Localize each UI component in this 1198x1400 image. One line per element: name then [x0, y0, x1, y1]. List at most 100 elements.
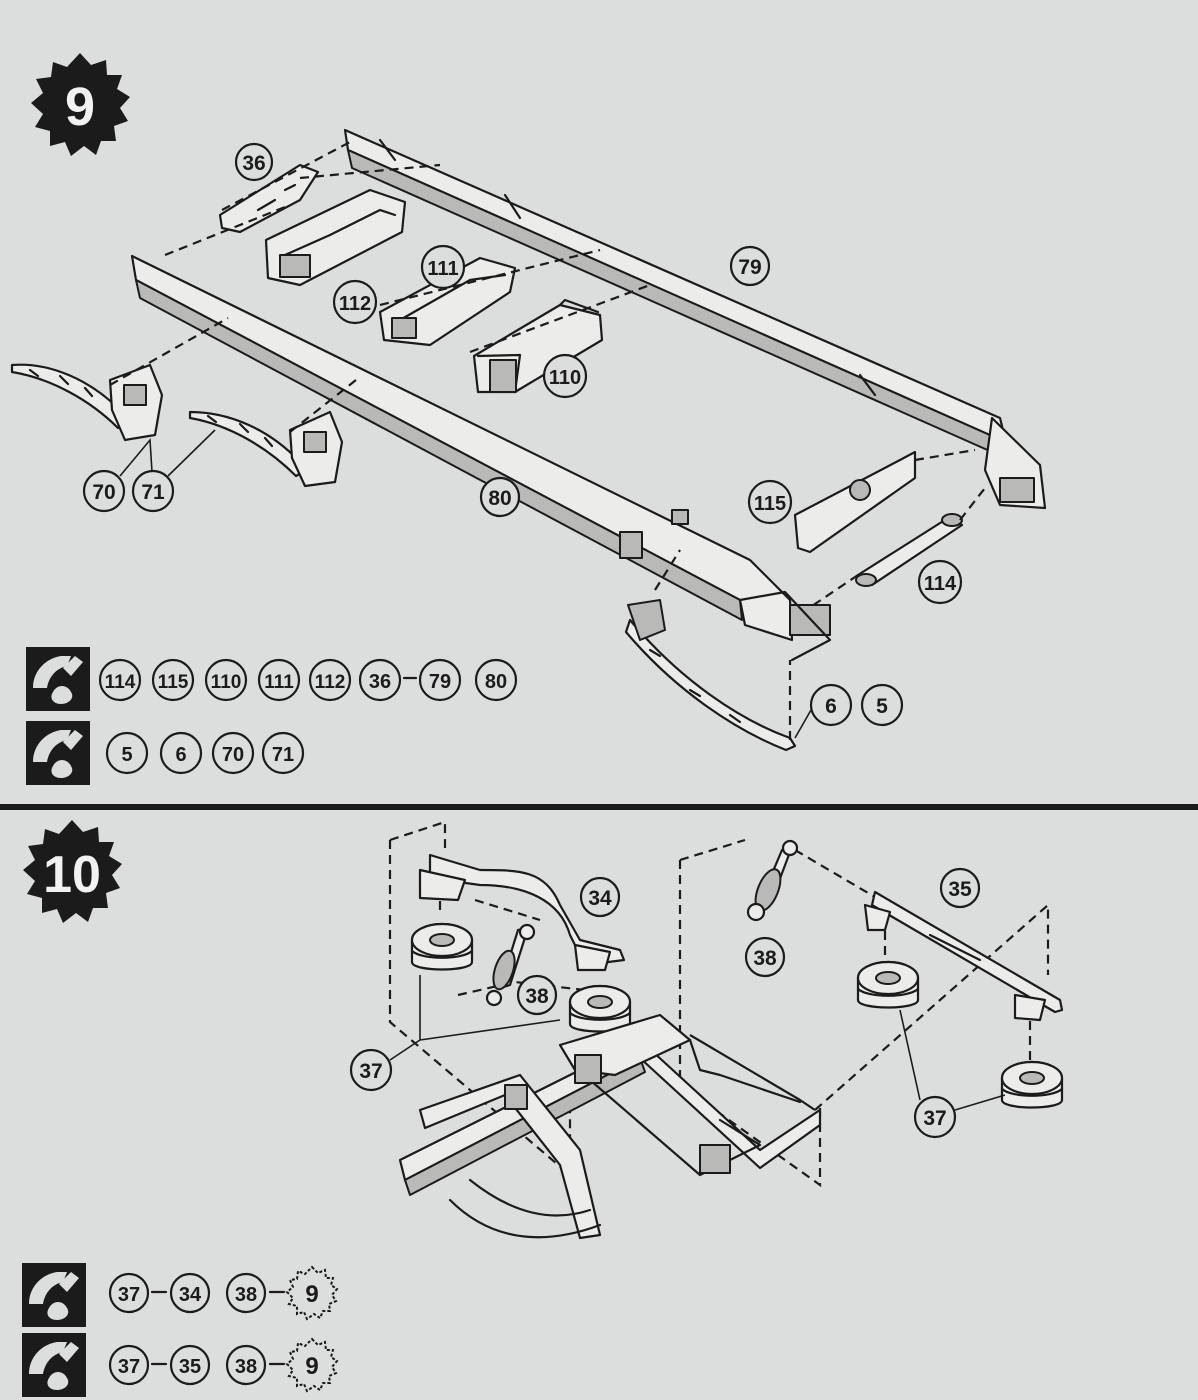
- callout-112: 112: [332, 279, 378, 325]
- svg-text:36: 36: [242, 152, 265, 175]
- cement-icon: [26, 647, 90, 711]
- part-38-shock-a: [485, 923, 536, 1007]
- part-35: [863, 890, 1064, 1022]
- cement-icon: [22, 1263, 86, 1327]
- svg-text:35: 35: [179, 1356, 201, 1378]
- svg-text:34: 34: [179, 1284, 202, 1306]
- svg-text:115: 115: [158, 672, 189, 693]
- callout-38-a: 38: [516, 974, 558, 1016]
- svg-text:9: 9: [305, 1281, 318, 1308]
- callout-115: 115: [747, 479, 793, 525]
- callout-37-a: 37: [349, 1048, 393, 1092]
- callout-34: 34: [579, 876, 621, 918]
- callout-37-b: 37: [913, 1095, 957, 1139]
- svg-text:111: 111: [427, 258, 458, 280]
- step-9-assembly-lines: [109, 141, 986, 740]
- cement-icon: [22, 1333, 86, 1397]
- svg-text:114: 114: [105, 672, 136, 693]
- cement-icon: [26, 721, 90, 785]
- parts-list: 114 115 110 111 112 36 79 80: [98, 658, 518, 702]
- svg-text:34: 34: [588, 887, 612, 910]
- part-111: [378, 256, 517, 347]
- callout-79: 79: [729, 245, 771, 287]
- parts-list: 37 34 38 9: [108, 1266, 338, 1320]
- step-9: 9: [10, 53, 1047, 785]
- step-10-glue-row-1: 37 34 38 9: [22, 1263, 338, 1327]
- step-9-badge: 9: [31, 53, 130, 156]
- part-114: [855, 513, 964, 587]
- svg-text:71: 71: [272, 744, 294, 766]
- step-10-glue-row-2: 37 35 38 9: [22, 1333, 338, 1397]
- callout-6: 6: [809, 683, 853, 727]
- callout-35: 35: [939, 867, 981, 909]
- leader-37-a: [389, 975, 561, 1061]
- svg-text:79: 79: [738, 256, 761, 279]
- part-34: [418, 853, 626, 972]
- svg-text:114: 114: [924, 573, 957, 595]
- svg-text:111: 111: [264, 672, 294, 693]
- svg-text:36: 36: [369, 671, 391, 693]
- svg-text:110: 110: [549, 367, 581, 389]
- svg-text:80: 80: [488, 487, 511, 510]
- step-9-glue-row-2: 5 6 70 71: [26, 721, 305, 785]
- part-115: [793, 450, 917, 554]
- svg-text:112: 112: [339, 293, 371, 315]
- svg-text:38: 38: [753, 947, 777, 970]
- leader-6-5: [794, 709, 812, 739]
- callout-70: 70: [82, 469, 126, 513]
- step-10-badge: 10: [23, 820, 122, 923]
- svg-text:6: 6: [825, 695, 837, 718]
- part-38-shock-b: [746, 839, 799, 922]
- leaf-spring-71: [188, 410, 344, 488]
- svg-text:70: 70: [222, 744, 244, 766]
- svg-text:37: 37: [923, 1107, 946, 1130]
- svg-text:6: 6: [175, 744, 186, 766]
- callout-80: 80: [479, 476, 521, 518]
- svg-text:38: 38: [235, 1284, 257, 1306]
- svg-text:80: 80: [485, 671, 507, 693]
- step-9-number: 9: [65, 77, 95, 137]
- parts-list: 37 35 38 9: [108, 1338, 338, 1392]
- callout-71: 71: [131, 469, 175, 513]
- step-10: 10: [22, 820, 1064, 1397]
- air-bag-37-a: [410, 922, 474, 971]
- part-36: [218, 163, 320, 234]
- step-ref-badge: 9: [286, 1338, 338, 1392]
- callout-5: 5: [860, 683, 904, 727]
- air-bag-37-d: [1000, 1060, 1064, 1109]
- leader-70-71: [119, 429, 216, 477]
- svg-text:112: 112: [315, 672, 346, 693]
- leaf-spring-70: [10, 363, 164, 442]
- svg-text:79: 79: [429, 671, 451, 693]
- step-divider: [0, 804, 1198, 810]
- svg-text:37: 37: [118, 1284, 140, 1306]
- svg-text:71: 71: [141, 481, 165, 504]
- parts-list: 5 6 70 71: [105, 731, 305, 775]
- frame-rail-79: [343, 128, 1047, 510]
- part-112: [264, 188, 407, 287]
- svg-text:9: 9: [305, 1353, 318, 1380]
- svg-text:70: 70: [92, 481, 115, 504]
- step-10-number: 10: [43, 846, 101, 904]
- callout-110: 110: [542, 353, 588, 399]
- frame-rail-80: [130, 254, 832, 662]
- svg-text:110: 110: [211, 672, 242, 693]
- svg-text:35: 35: [948, 878, 972, 901]
- air-bag-37-b: [568, 984, 632, 1033]
- chassis-frame: [398, 1013, 822, 1240]
- svg-text:5: 5: [876, 695, 888, 718]
- callout-111: 111: [420, 244, 466, 290]
- front-leaf-spring: [624, 599, 797, 752]
- svg-text:37: 37: [118, 1356, 140, 1378]
- callout-114: 114: [917, 559, 963, 605]
- svg-text:37: 37: [359, 1060, 382, 1083]
- svg-text:38: 38: [525, 985, 549, 1008]
- step-ref-badge: 9: [286, 1266, 338, 1320]
- svg-text:38: 38: [235, 1356, 257, 1378]
- callout-36: 36: [234, 142, 274, 182]
- leader-37-b: [899, 1009, 1006, 1111]
- svg-text:5: 5: [121, 744, 132, 766]
- air-bag-37-c: [856, 960, 920, 1009]
- svg-text:115: 115: [754, 493, 786, 515]
